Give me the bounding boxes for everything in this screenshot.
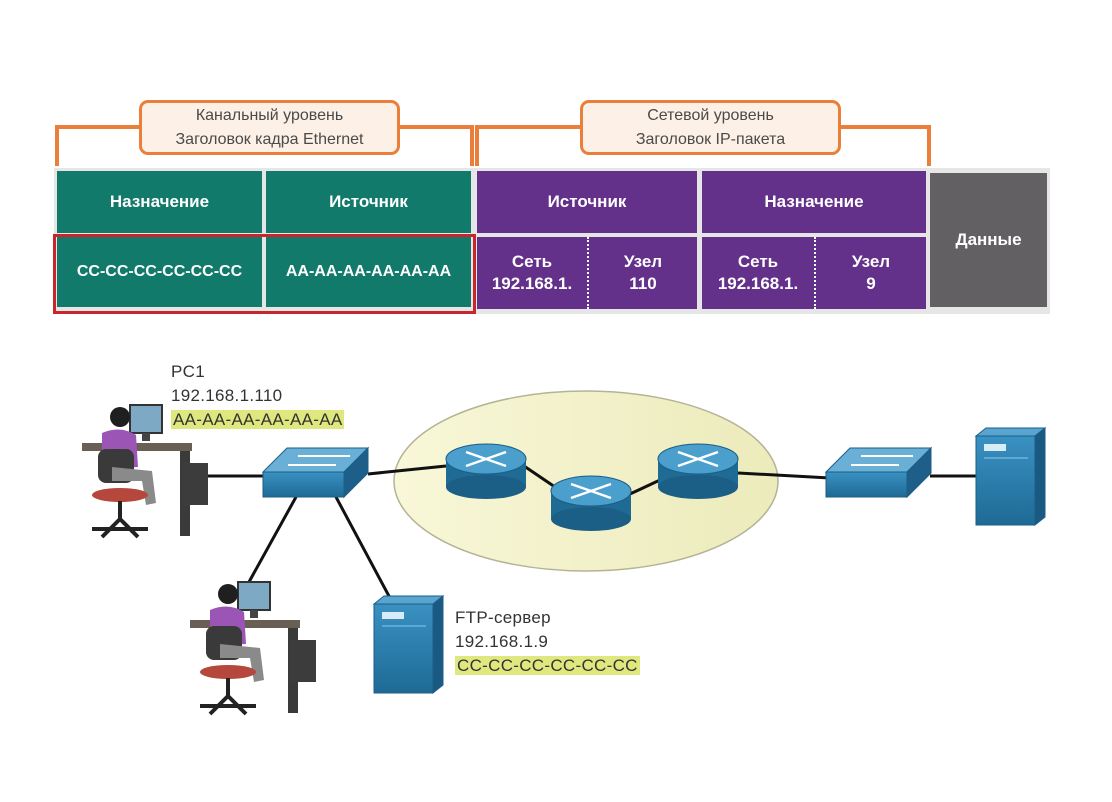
eth-dest-mac: CC-CC-CC-CC-CC-CC [57, 237, 262, 307]
ip-dest-host-value: 9 [866, 274, 876, 293]
ip-src-host: Узел 110 [587, 237, 697, 309]
pc-user-icon[interactable] [82, 404, 208, 539]
link-layer-title: Канальный уровень [195, 106, 344, 124]
pc1-ip: 192.168.1.110 [171, 386, 283, 405]
data-field: Данные [930, 173, 1047, 307]
ip-dest-host: Узел 9 [814, 237, 926, 309]
ftp-name: FTP-сервер [455, 608, 551, 627]
link-layer-subtitle: Заголовок кадра Ethernet [175, 130, 364, 148]
ip-dest-address: Сеть 192.168.1. Узел 9 [702, 237, 926, 309]
switch-icon[interactable] [824, 446, 933, 499]
eth-src-mac: AA-AA-AA-AA-AA-AA [266, 237, 471, 307]
network-layer-subtitle: Заголовок IP-пакета [635, 130, 786, 148]
ip-dest-net-label: Сеть [737, 252, 779, 271]
ip-src-net-value: 192.168.1. [491, 274, 573, 293]
server-icon[interactable] [974, 426, 1047, 527]
eth-src-title: Источник [266, 171, 471, 233]
ip-src-network: Сеть 192.168.1. [477, 237, 587, 309]
mac-selection-box [53, 234, 476, 314]
ftp-labels: FTP-сервер 192.168.1.9 CC-CC-CC-CC-CC-CC [455, 606, 640, 678]
eth-dest-title: Назначение [57, 171, 262, 233]
ip-dest-title: Назначение [702, 171, 926, 233]
ip-src-net-label: Сеть [511, 252, 553, 271]
pc1-labels: PC1 192.168.1.110 AA-AA-AA-AA-AA-AA [171, 360, 345, 432]
ftp-mac: CC-CC-CC-CC-CC-CC [455, 656, 640, 675]
link-layer-callout: Канальный уровень Заголовок кадра Ethern… [139, 100, 400, 155]
server-icon[interactable] [372, 594, 445, 695]
ip-dest-network: Сеть 192.168.1. [702, 237, 814, 309]
ip-src-host-value: 110 [629, 274, 657, 293]
ip-dest-net-value: 192.168.1. [717, 274, 799, 293]
network-layer-callout: Сетевой уровень Заголовок IP-пакета [580, 100, 841, 155]
router-icon[interactable] [550, 475, 632, 531]
router-icon[interactable] [445, 443, 527, 499]
pc1-mac: AA-AA-AA-AA-AA-AA [171, 410, 345, 429]
pc-user-icon[interactable] [190, 581, 316, 716]
ip-src-title: Источник [477, 171, 697, 233]
switch-icon[interactable] [261, 446, 370, 499]
router-icon[interactable] [657, 443, 739, 499]
network-links [190, 464, 976, 599]
network-layer-title: Сетевой уровень [647, 106, 774, 124]
ip-src-address: Сеть 192.168.1. Узел 110 [477, 237, 697, 309]
ip-dest-host-label: Узел [851, 252, 891, 271]
ip-src-host-label: Узел [623, 252, 663, 271]
ftp-ip: 192.168.1.9 [455, 632, 549, 651]
pc1-name: PC1 [171, 362, 205, 381]
